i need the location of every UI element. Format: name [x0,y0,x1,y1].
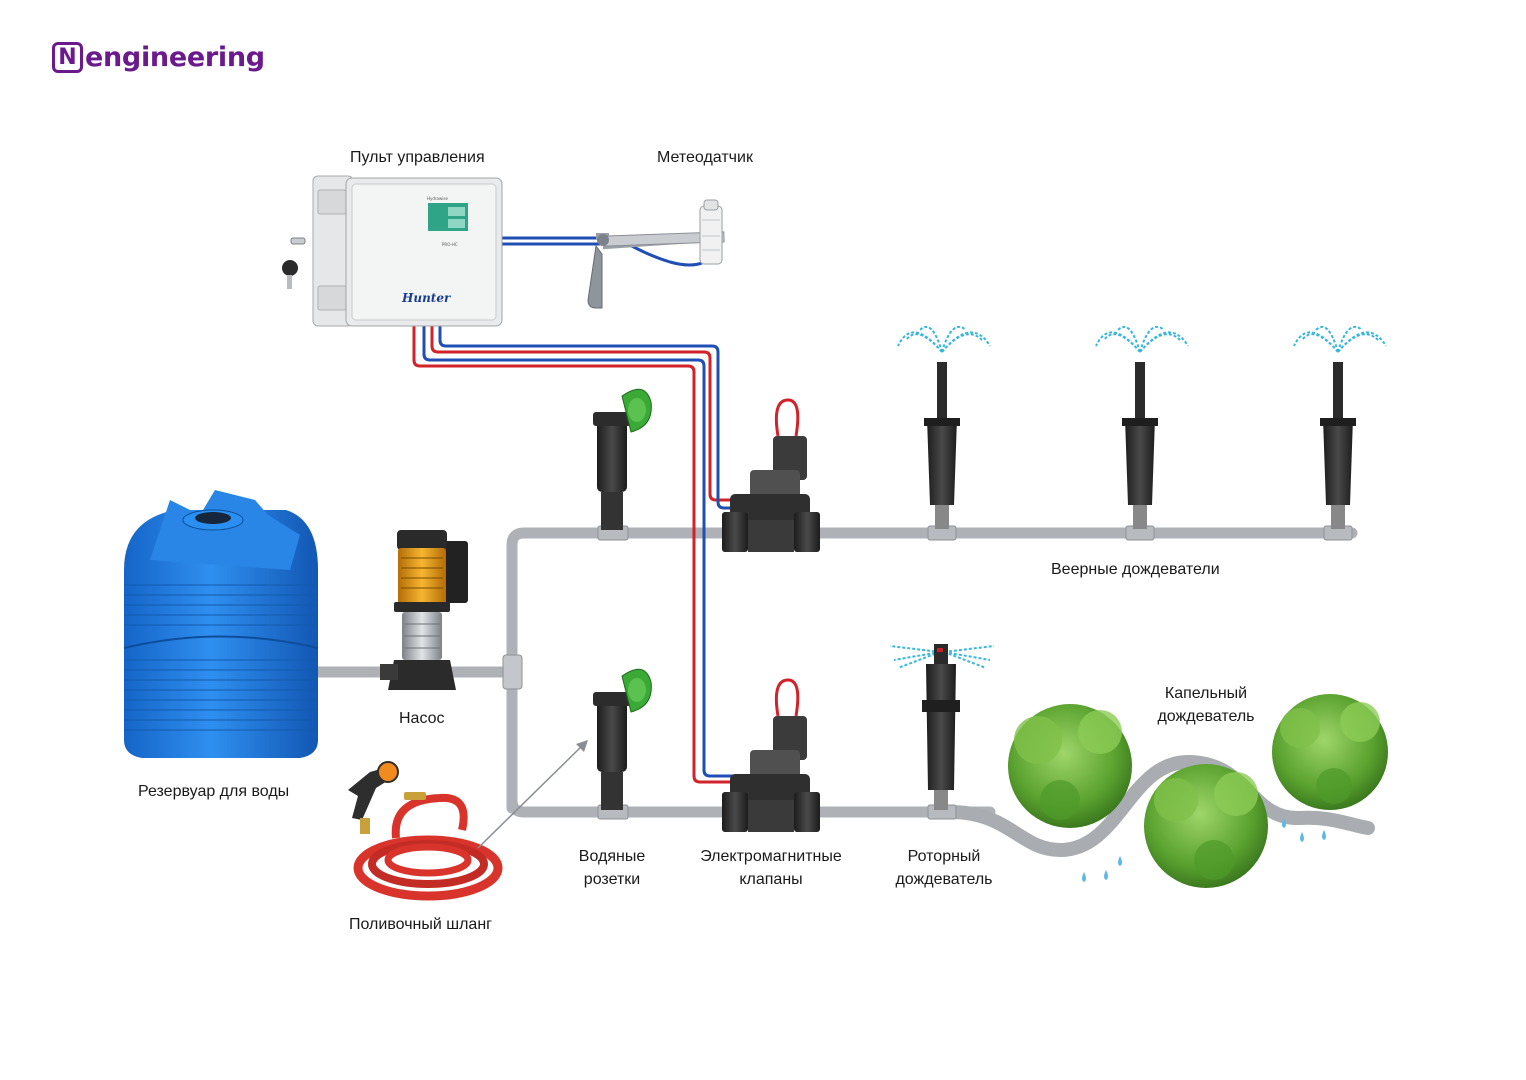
label-water-outlets-line1: Водяные [578,848,646,865]
spray-head-1 [897,325,991,529]
label-water-outlets-line2: розетки [583,871,641,888]
pointer-arrow [477,743,585,849]
label-rotor-line2: дождеватель [895,871,993,888]
pipe-tee-fitting [502,654,523,690]
brand-logo: N engineering [52,42,265,73]
label-rotor: Роторный дождеватель [886,845,1002,891]
label-drip-line1: Капельный [1164,685,1248,702]
label-rotor-line1: Роторный [907,848,981,865]
label-hose: Поливочный шланг [349,916,492,933]
label-spray-heads: Веерные дождеватели [1051,561,1220,578]
solenoid-valve-upper [722,398,820,552]
drip-hose [943,754,1375,858]
controller-unit: Hydrawise PRO-HC Hunter [282,175,503,327]
label-solenoid-valves: Электромагнитные клапаны [690,845,852,891]
label-drip: Капельный дождеватель [1150,682,1262,728]
spray-head-2 [1095,325,1189,529]
water-outlet-lower [593,668,652,810]
label-solenoid-valves-line1: Электромагнитные [700,848,842,865]
weather-sensor [587,199,725,309]
bush-1 [1008,704,1132,828]
controller-model-text: PRO-HC [442,242,458,247]
bush-3 [1272,694,1388,810]
water-outlet-upper [593,388,652,530]
svg-text:Hydrawise: Hydrawise [427,196,448,201]
label-controller: Пульт управления [350,149,485,166]
tank-lid [195,512,231,524]
solenoid-valve-lower [722,678,820,832]
pipe-lower-line [506,794,996,818]
spray-gun-icon [348,768,392,820]
water-drops [1082,818,1326,882]
controller-brand-text: Hunter [401,291,452,305]
label-water-outlets: Водяные розетки [570,845,654,891]
key-icon [282,260,298,276]
water-tank [123,490,319,758]
control-wires [412,236,740,784]
drip-plants [1008,694,1388,888]
logo-letter: N [52,42,83,73]
spray-head-3 [1293,325,1387,529]
pipe-riser [506,527,1358,814]
garden-hose [348,761,503,901]
label-pump: Насос [399,710,445,727]
logo-text: engineering [85,42,265,73]
rotor-sprinkler [889,644,995,810]
pump [380,530,468,690]
label-drip-line2: дождеватель [1157,708,1255,725]
label-solenoid-valves-line2: клапаны [739,871,803,888]
bush-2 [1144,764,1268,888]
label-weather-sensor: Метеодатчик [657,149,753,166]
label-tank: Резервуар для воды [138,783,290,800]
